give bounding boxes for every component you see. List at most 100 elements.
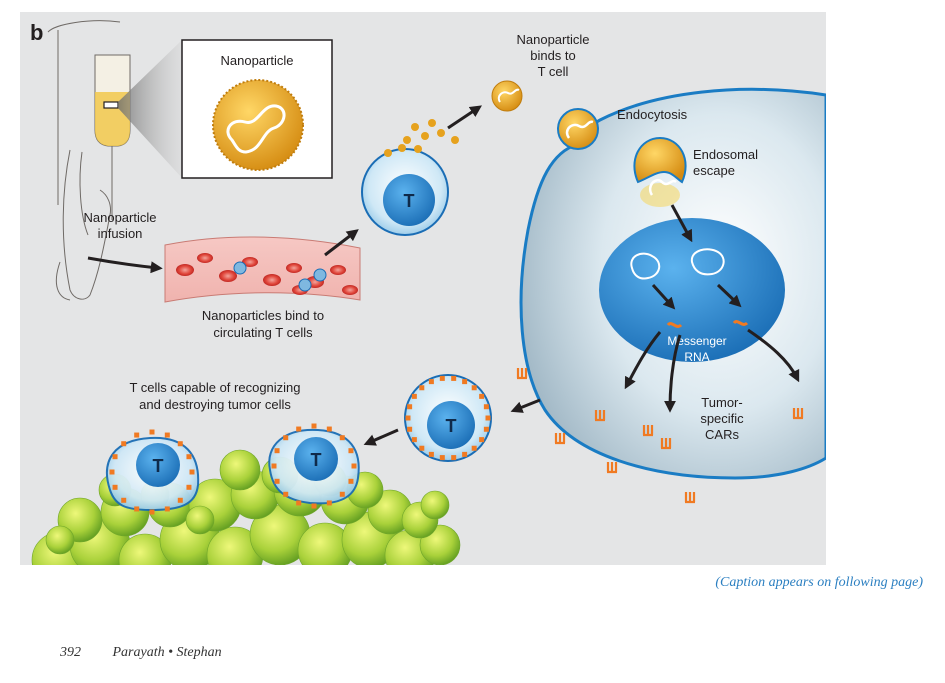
car-receptor-icon [606, 462, 618, 474]
car-receptor-icon [660, 438, 672, 450]
internal-arrows [624, 204, 800, 413]
circulating-t-cell [233, 261, 247, 275]
car-dot [296, 426, 302, 432]
car-receptor-icon [792, 408, 804, 420]
car-dot [177, 497, 183, 503]
blood-vessel [164, 236, 361, 303]
tumor-cell-sphere [219, 449, 261, 491]
car-t-cell: T [404, 374, 492, 462]
mrna-label-line2: RNA [684, 350, 709, 364]
car-dot [485, 415, 491, 421]
red-blood-cell [263, 274, 281, 286]
car-dot [112, 484, 118, 490]
car-dot [451, 455, 457, 461]
car-dot [339, 491, 345, 497]
car-dot [419, 385, 425, 391]
car-dot [134, 506, 140, 512]
page-footer: 392 Parayath • Stephan [60, 645, 222, 661]
car-dot [405, 415, 411, 421]
car-dot [471, 385, 477, 391]
arrow-to-binding [447, 105, 482, 130]
car-dot [351, 463, 357, 469]
binds-label-line1: Nanoparticle [517, 32, 590, 47]
car-dot [451, 375, 457, 381]
car-dot [348, 478, 354, 484]
nanoparticle-binding [491, 80, 523, 112]
tumor-cell-sphere [420, 490, 450, 520]
car-dot [462, 451, 468, 457]
tumor-cell-sphere [185, 505, 215, 535]
infusion-arrow [87, 256, 163, 274]
car-dot [186, 484, 192, 490]
red-blood-cell [242, 257, 258, 267]
endocytosis-vesicle [557, 108, 599, 150]
circulating-t-cell [298, 278, 312, 292]
red-blood-cell [197, 253, 213, 263]
bind-circulating-label-line1: Nanoparticles bind to [202, 308, 324, 323]
t-cell-on-tumor-right: T [268, 423, 360, 509]
car-dot [483, 426, 489, 432]
car-dot [439, 455, 445, 461]
endosomal-escape [633, 136, 687, 207]
car-dot [411, 437, 417, 443]
car-dot [326, 426, 332, 432]
car-dot [428, 379, 434, 385]
car-dot [134, 432, 140, 438]
car-dot [164, 506, 170, 512]
page-number: 392 [60, 645, 81, 660]
car-dot [186, 454, 192, 460]
car-dot [311, 423, 317, 429]
tcells-label-line1: T cells capable of recognizing [129, 380, 300, 395]
infusion-label-line1: Nanoparticle [84, 210, 157, 225]
car-dot [274, 448, 280, 454]
car-dot [411, 393, 417, 399]
t-cell-binding: T [361, 144, 449, 236]
car-dot [149, 429, 155, 435]
car-dot [483, 404, 489, 410]
infusion-label-line2: infusion [98, 226, 143, 241]
bind-circulating-label-line2: circulating T cells [213, 325, 313, 340]
car-dot [274, 478, 280, 484]
car-dot [471, 445, 477, 451]
car-receptor-icon [684, 492, 696, 504]
car-dot [189, 469, 195, 475]
panel-letter: b [30, 20, 43, 45]
circulating-t-cell [313, 268, 327, 282]
zoom-funnel [118, 40, 182, 178]
nanoparticle-large [212, 79, 304, 171]
car-dot [407, 426, 413, 432]
car-dot [121, 441, 127, 447]
car-dot [419, 445, 425, 451]
car-dot [439, 375, 445, 381]
arrow-to-tumor-cells [363, 428, 399, 446]
red-blood-cell [330, 265, 346, 275]
cars-label-line3: CARs [705, 427, 739, 442]
mrna-strand-icon [226, 104, 286, 154]
escape-label-line1: Endosomal [693, 147, 758, 162]
car-dot [407, 404, 413, 410]
car-dot [177, 441, 183, 447]
t-cell-nucleus [383, 174, 435, 226]
tcells-label-line2: and destroying tumor cells [139, 397, 291, 412]
car-dot [311, 503, 317, 509]
cars-label-line2: specific [700, 411, 744, 426]
car-dot [479, 393, 485, 399]
binds-label-line2: binds to [530, 48, 576, 63]
car-dot [479, 437, 485, 443]
tumor-t-cell-right-letter: T [311, 450, 322, 470]
caption-note: (Caption appears on following page) [715, 575, 923, 590]
car-dot [326, 500, 332, 506]
mrna-label-line1: Messenger [667, 334, 726, 348]
mrna-loop-right-icon [690, 248, 725, 276]
endocytosis-label: Endocytosis [617, 107, 688, 122]
car-receptor-icon [642, 425, 654, 437]
arrow-to-tcell [324, 229, 359, 257]
car-dot [164, 432, 170, 438]
cars-label-line1: Tumor- [701, 395, 742, 410]
car-dot [271, 463, 277, 469]
car-dot [149, 509, 155, 515]
car-receptors [516, 368, 804, 504]
car-dot [121, 497, 127, 503]
car-t-cell-letter: T [446, 416, 457, 436]
